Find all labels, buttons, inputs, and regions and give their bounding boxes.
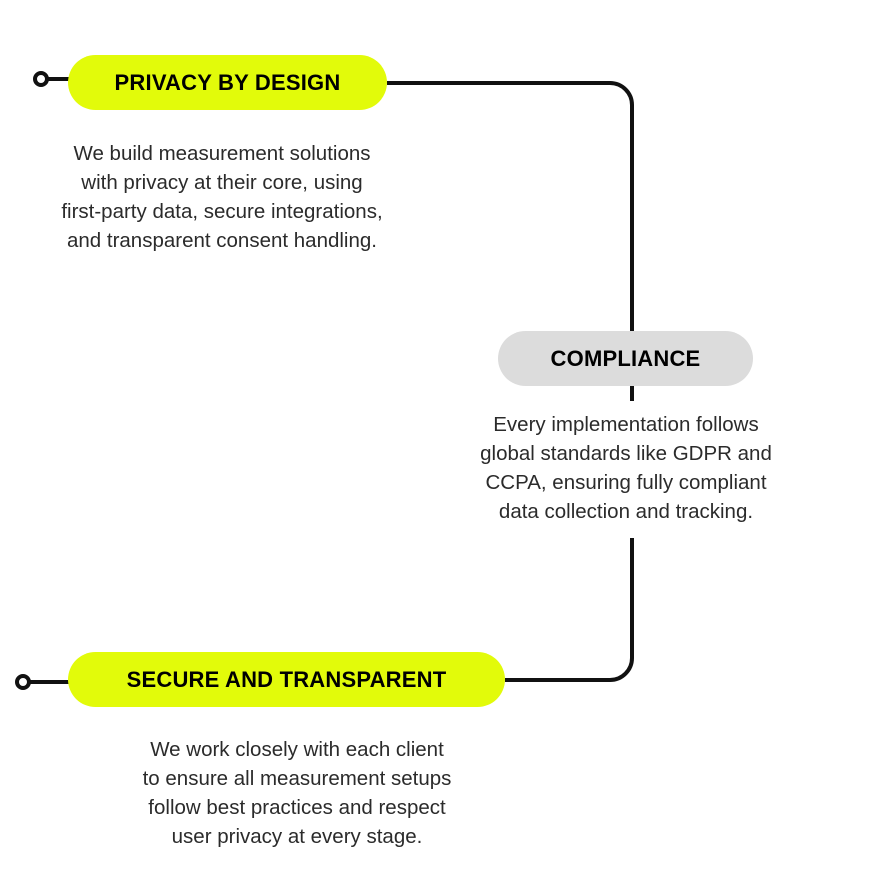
pill-label-compliance: COMPLIANCE [550, 345, 701, 371]
description-secure-and-transparent: We work closely with each client to ensu… [142, 738, 452, 848]
description-compliance: Every implementation follows global stan… [480, 413, 772, 523]
pill-secure-and-transparent[interactable]: SECURE AND TRANSPARENT [68, 652, 505, 707]
pill-compliance[interactable]: COMPLIANCE [498, 331, 753, 386]
connector-compliance-to-secure [505, 538, 634, 682]
pill-privacy-by-design[interactable]: PRIVACY BY DESIGN [68, 55, 387, 110]
description-privacy-by-design: We build measurement solutions with priv… [61, 142, 383, 252]
connector-privacy-to-compliance [387, 81, 634, 331]
pill-label-secure-and-transparent: SECURE AND TRANSPARENT [126, 666, 447, 692]
endpoint-marker-secure [15, 674, 31, 690]
endpoint-marker-privacy [33, 71, 49, 87]
pill-label-privacy-by-design: PRIVACY BY DESIGN [114, 69, 341, 95]
